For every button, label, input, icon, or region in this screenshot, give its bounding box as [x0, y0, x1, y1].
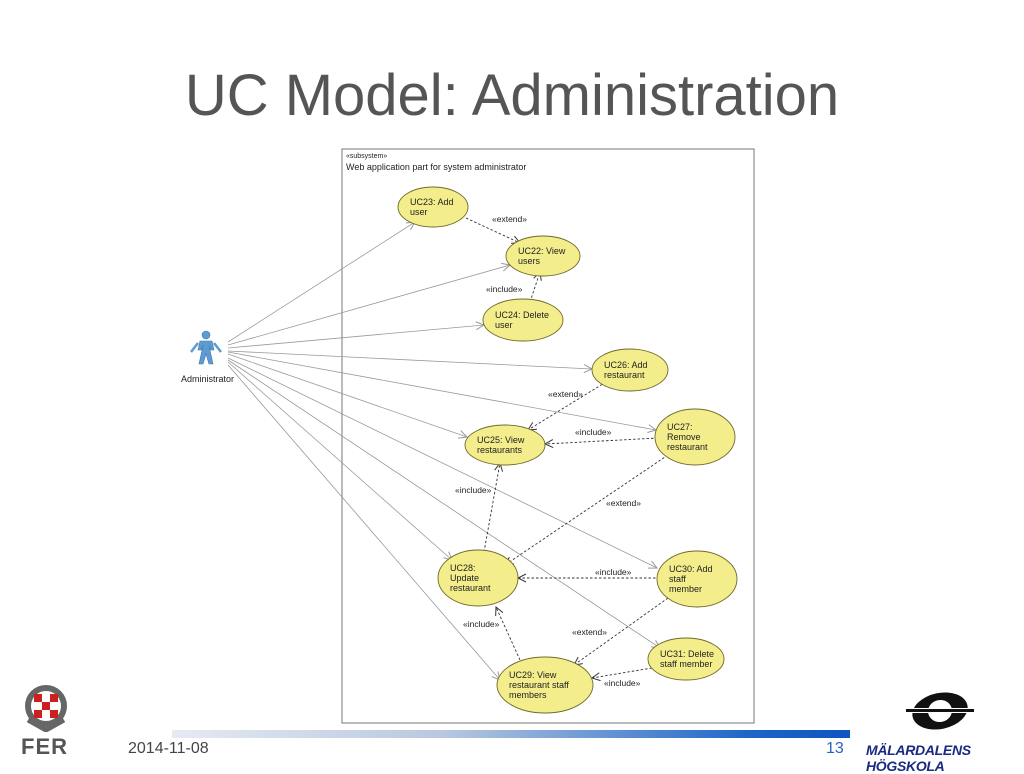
use-case-label-line: members: [509, 690, 547, 700]
use-case-label-line: restaurants: [477, 445, 523, 455]
use-case-ellipse: [496, 656, 594, 714]
use-case-label-line: UC30: Add: [669, 564, 713, 574]
rel-label-r2: «include»: [486, 284, 523, 294]
fer-logo-text: FER: [21, 734, 68, 759]
assoc-uc24: [227, 325, 484, 349]
assoc-uc27: [227, 351, 656, 430]
actor-label: Administrator: [181, 374, 234, 384]
use-case-label-line: user: [410, 207, 428, 217]
rel-label-r4: «include»: [575, 427, 612, 437]
dep-uc27-uc25: [545, 437, 659, 444]
mdh-logo-icon: [902, 692, 978, 730]
use-case-label-line: UC29: View: [509, 670, 557, 680]
fer-logo-icon: [25, 685, 67, 732]
assoc-uc30: [227, 357, 657, 568]
subsystem-name: Web application part for system administ…: [346, 162, 526, 172]
dep-uc28-uc25: [483, 463, 500, 553]
use-case-label-line: restaurant: [604, 370, 645, 380]
dep-uc24-uc22: [529, 272, 540, 303]
use-case-ellipse: [464, 424, 546, 466]
use-case-label-line: restaurant: [450, 583, 491, 593]
use-case-label-line: UC23: Add: [410, 197, 454, 207]
assoc-uc29: [227, 364, 500, 680]
assoc-uc23: [227, 222, 415, 343]
use-case-label-line: restaurant: [667, 442, 708, 452]
assoc-uc25: [227, 353, 467, 437]
use-case-ellipse: [656, 550, 738, 608]
assoc-uc28: [227, 361, 452, 560]
use-case-ellipse: [591, 348, 669, 392]
use-case-label-line: UC26: Add: [604, 360, 648, 370]
rel-label-r3: «extend»: [548, 389, 583, 399]
dep-uc23-uc22: [465, 217, 520, 243]
use-case-label-line: user: [495, 320, 513, 330]
rel-label-r10: «include»: [604, 678, 641, 688]
use-case-label-line: restaurant staff: [509, 680, 569, 690]
use-case-ellipse: [647, 637, 725, 681]
page-number: 13: [826, 740, 844, 757]
use-case-label-line: UC24: Delete: [495, 310, 549, 320]
dep-uc27-uc28: [505, 454, 669, 565]
use-case-label-line: UC22: View: [518, 246, 566, 256]
use-case-label-line: UC31: Delete: [660, 649, 714, 659]
rel-label-r1: «extend»: [492, 214, 527, 224]
use-case-label-line: UC28:: [450, 563, 476, 573]
footer-bar: [172, 730, 850, 738]
use-case-ellipse: [397, 186, 469, 228]
rel-label-r6: «extend»: [606, 498, 641, 508]
dep-uc26-uc25: [528, 381, 607, 430]
use-case-ellipse: [654, 408, 736, 466]
mdh-logo-text: MÄLARDALENS HÖGSKOLA: [866, 742, 971, 774]
rel-label-r9: «extend»: [572, 627, 607, 637]
subsystem-stereotype: «subsystem»: [346, 153, 387, 160]
dep-uc31-uc29: [592, 667, 653, 678]
use-case-label-line: staff: [669, 574, 686, 584]
footer-date: 2014-11-08: [128, 740, 209, 757]
slide-title: UC Model: Administration: [184, 63, 840, 128]
assoc-uc26: [227, 350, 592, 369]
use-case-label-line: Remove: [667, 432, 701, 442]
rel-label-r8: «include»: [463, 619, 500, 629]
use-case-ellipse: [437, 549, 519, 607]
use-case-label-line: staff member: [660, 659, 712, 669]
dep-uc29-uc28: [496, 607, 521, 661]
assoc-uc22: [227, 265, 510, 346]
use-case-ellipse: [505, 235, 581, 277]
actor-icon: [190, 330, 222, 365]
dep-uc30-uc29: [574, 597, 669, 665]
assoc-uc31: [227, 359, 660, 648]
rel-label-r5: «include»: [455, 485, 492, 495]
use-case-label-line: UC27:: [667, 422, 693, 432]
use-case-label-line: users: [518, 256, 541, 266]
use-case-ellipse: [482, 298, 564, 342]
rel-label-r7: «include»: [595, 567, 632, 577]
use-case-label-line: UC25: View: [477, 435, 525, 445]
actor-administrator[interactable]: Administrator: [181, 330, 234, 384]
use-case-label-line: member: [669, 584, 702, 594]
use-case-label-line: Update: [450, 573, 479, 583]
